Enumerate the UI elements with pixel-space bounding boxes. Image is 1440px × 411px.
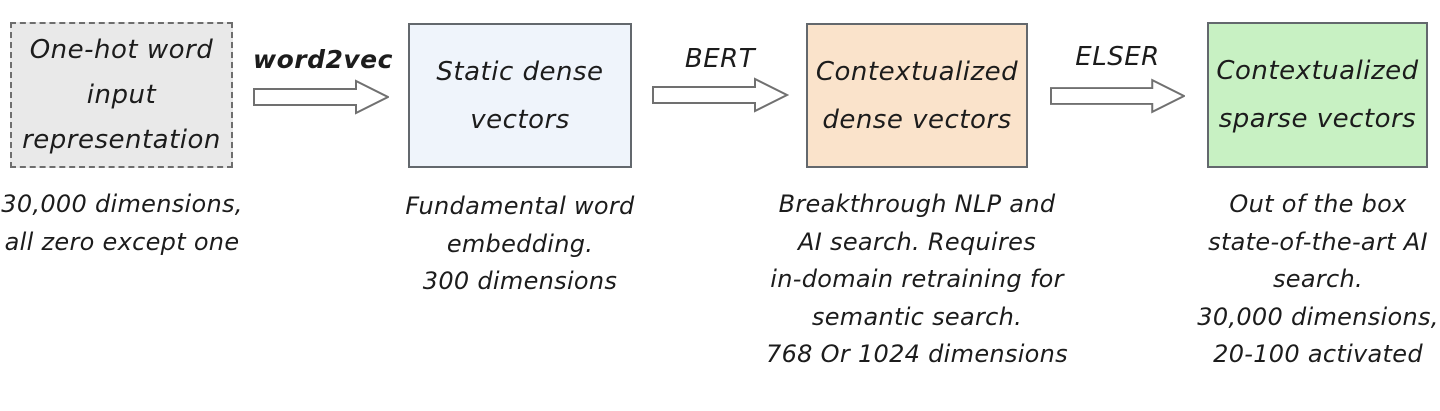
arrow-label-bert: BERT — [684, 44, 756, 74]
flow-arrow-word2vec-icon — [253, 79, 389, 115]
stage-note-one-hot: 30,000 dimensions,all zero except one — [1, 190, 243, 256]
flow-arrow-elser-icon — [1050, 78, 1185, 114]
arrow-label-word2vec: word2vec — [253, 45, 393, 74]
arrow-label-elser: ELSER — [1075, 42, 1160, 72]
flow-arrow-bert-icon — [652, 77, 789, 113]
